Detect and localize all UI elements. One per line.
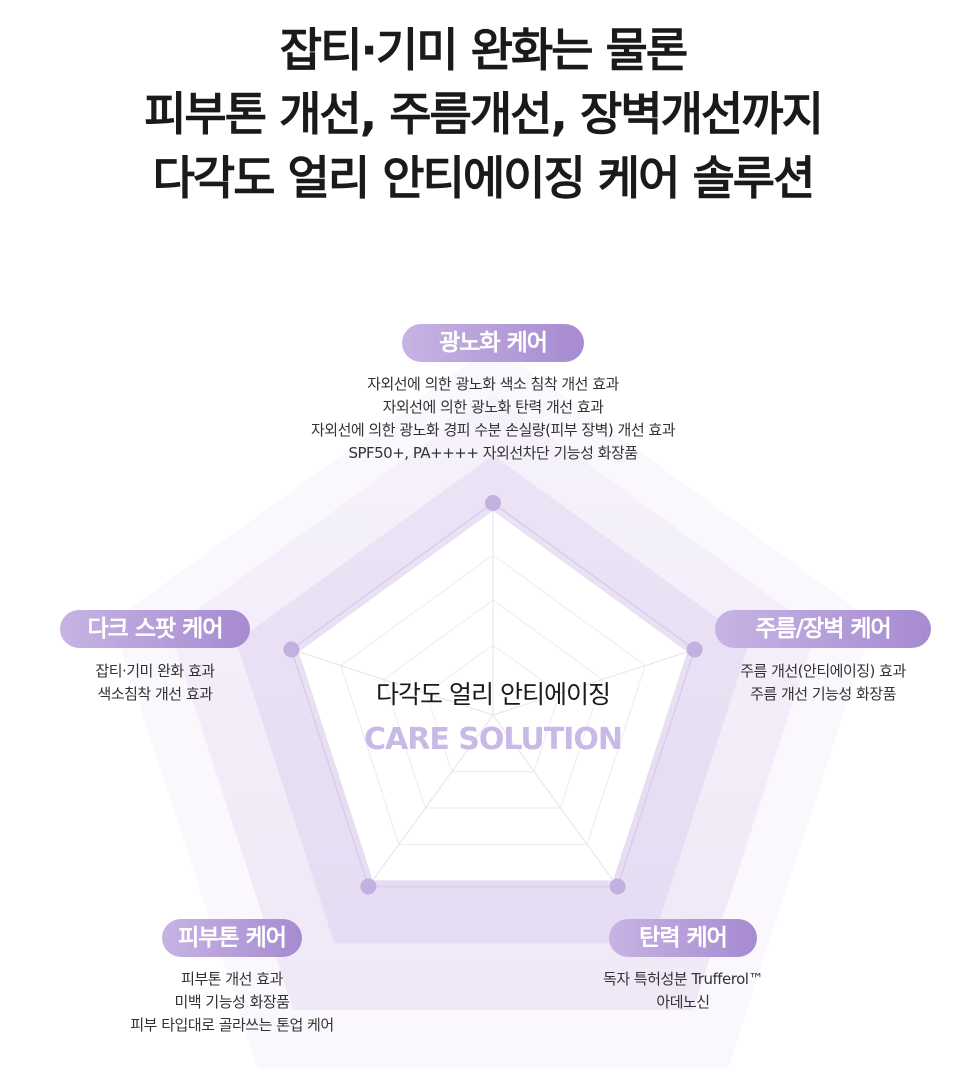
radar-vertex-dot (360, 878, 377, 895)
radar-spoke (291, 649, 494, 716)
radar-grid (383, 599, 603, 809)
desc-line: 잡티·기미 완화 효과 (95, 662, 215, 680)
desc-line: 독자 특허성분 Trufferol™ (603, 970, 763, 988)
radar-outline (290, 502, 696, 888)
center-subtitle: CARE SOLUTION (363, 722, 623, 757)
headline-line: 다각도 얼리 안티에이징 케어 솔루션 (152, 151, 816, 205)
desc-line: 피부 타입대로 골라쓰는 톤업 케어 (130, 1016, 334, 1034)
radar-grid (425, 644, 561, 773)
radar-vertex-dot (686, 641, 703, 658)
radar-vertex-dot (609, 878, 626, 895)
category-desc-elasticity: 독자 특허성분 Trufferol™ 아데노신 (563, 968, 803, 1014)
headline-line: 피부톤 개선, 주름개선, 장벽개선까지 (144, 87, 824, 141)
center-title: 다각도 얼리 안티에이징 (376, 680, 611, 709)
radar-grid (340, 554, 646, 845)
desc-line: 아데노신 (656, 993, 710, 1011)
desc-line: 자외선에 의한 광노화 색소 침착 개선 효과 (367, 375, 619, 393)
radar-spoke (367, 714, 494, 887)
radar-spoke (492, 714, 619, 887)
category-desc-dark-spot: 잡티·기미 완화 효과 색소침착 개선 효과 (55, 660, 255, 706)
category-pill-dark-spot: 다크 스팟 케어 (60, 610, 250, 648)
category-pill-photoaging: 광노화 케어 (402, 324, 584, 362)
desc-line: 색소침착 개선 효과 (97, 685, 213, 703)
desc-line: 자외선에 의한 광노화 탄력 개선 효과 (382, 398, 604, 416)
desc-line: 자외선에 의한 광노화 경피 수분 손실량(피부 장벽) 개선 효과 (310, 421, 676, 439)
category-pill-elasticity: 탄력 케어 (609, 919, 757, 957)
desc-line: 피부톤 개선 효과 (181, 970, 283, 988)
radar-vertex-dot (485, 495, 501, 511)
desc-line: 주름 개선 기능성 화장품 (750, 685, 896, 703)
desc-line: SPF50+, PA++++ 자외선차단 기능성 화장품 (348, 444, 638, 462)
desc-line: 주름 개선(안티에이징) 효과 (740, 662, 906, 680)
category-desc-wrinkle-barrier: 주름 개선(안티에이징) 효과 주름 개선 기능성 화장품 (703, 660, 943, 706)
headline-line: 잡티·기미 완화는 물론 (279, 23, 688, 77)
category-desc-photoaging: 자외선에 의한 광노화 색소 침착 개선 효과 자외선에 의한 광노화 탄력 개… (243, 373, 743, 465)
desc-line: 미백 기능성 화장품 (174, 993, 290, 1011)
radar-vertex-dot (283, 641, 300, 658)
radar-spoke (492, 649, 695, 716)
category-pill-skin-tone: 피부톤 케어 (162, 919, 302, 957)
headline: 잡티·기미 완화는 물론 피부톤 개선, 주름개선, 장벽개선까지 다각도 얼리… (0, 18, 966, 210)
category-desc-skin-tone: 피부톤 개선 효과 미백 기능성 화장품 피부 타입대로 골라쓰는 톤업 케어 (122, 968, 342, 1037)
category-pill-wrinkle-barrier: 주름/장벽 케어 (715, 610, 931, 648)
